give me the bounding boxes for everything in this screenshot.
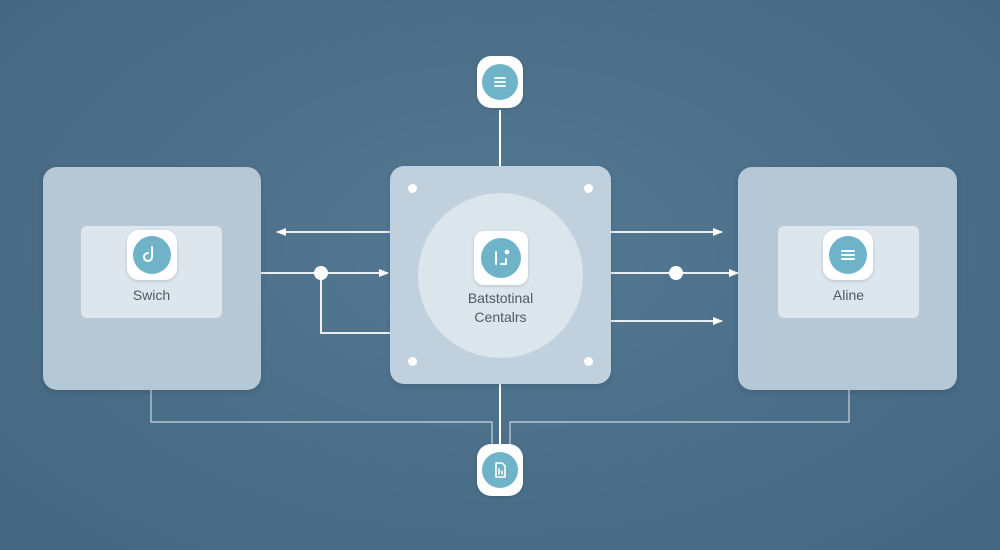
left-junction-dot [314,266,328,280]
document-icon [495,462,506,478]
screw-bottom-right [584,357,593,366]
right-block-label: Aline [832,287,865,303]
screw-bottom-left [408,357,417,366]
left-block-icon-tile [127,230,177,280]
bottom-node[interactable] [477,444,523,496]
left-block-label: Swich [132,287,171,303]
chart-app-icon [495,249,510,265]
right-junction-dot [669,266,683,280]
hook-icon [143,246,153,262]
center-block-label-line1: Batstotinal [467,290,534,306]
menu-lines-icon [494,77,506,87]
menu-lines-icon [841,250,855,260]
center-block-icon-tile [474,231,528,285]
screw-top-right [584,184,593,193]
right-block-icon-tile [823,230,873,280]
screw-top-left [408,184,417,193]
top-node[interactable] [477,56,523,108]
center-block-label-line2: Centalrs [474,309,527,325]
